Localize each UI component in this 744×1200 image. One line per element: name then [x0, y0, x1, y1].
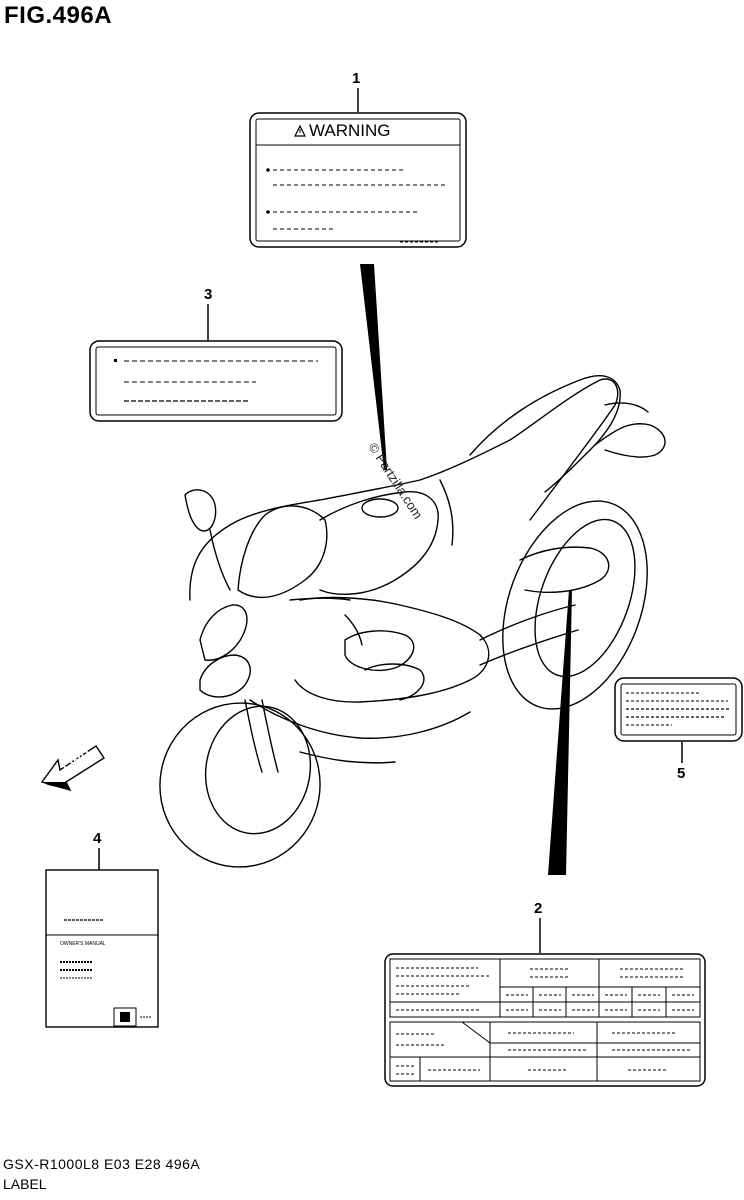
warning-label[interactable]: [249, 112, 467, 248]
figure-title: FIG.496A: [4, 2, 113, 29]
callout-2[interactable]: 2: [534, 900, 543, 917]
owners-manual[interactable]: [45, 869, 159, 1028]
warning-triangle-icon: [294, 124, 306, 137]
callout-5[interactable]: 5: [677, 765, 686, 782]
label-3[interactable]: [89, 340, 343, 422]
pointer-wedge-2: [548, 590, 572, 875]
motorcycle-outline: [159, 374, 666, 868]
model-code: GSX-R1000L8 E03 E28 496A: [3, 1156, 201, 1172]
fwd-arrow: [40, 745, 105, 792]
section-label: LABEL: [3, 1176, 47, 1192]
manual-logo-icon: [120, 1012, 130, 1022]
label-2[interactable]: [384, 953, 706, 1087]
callout-3[interactable]: 3: [204, 286, 213, 303]
callout-4[interactable]: 4: [93, 830, 102, 847]
callout-1[interactable]: 1: [352, 70, 361, 87]
pointer-wedge-1: [360, 264, 387, 470]
warning-heading: WARNING: [309, 121, 391, 140]
label-5[interactable]: [614, 677, 743, 742]
manual-title: OWNER'S MANUAL: [60, 941, 106, 947]
